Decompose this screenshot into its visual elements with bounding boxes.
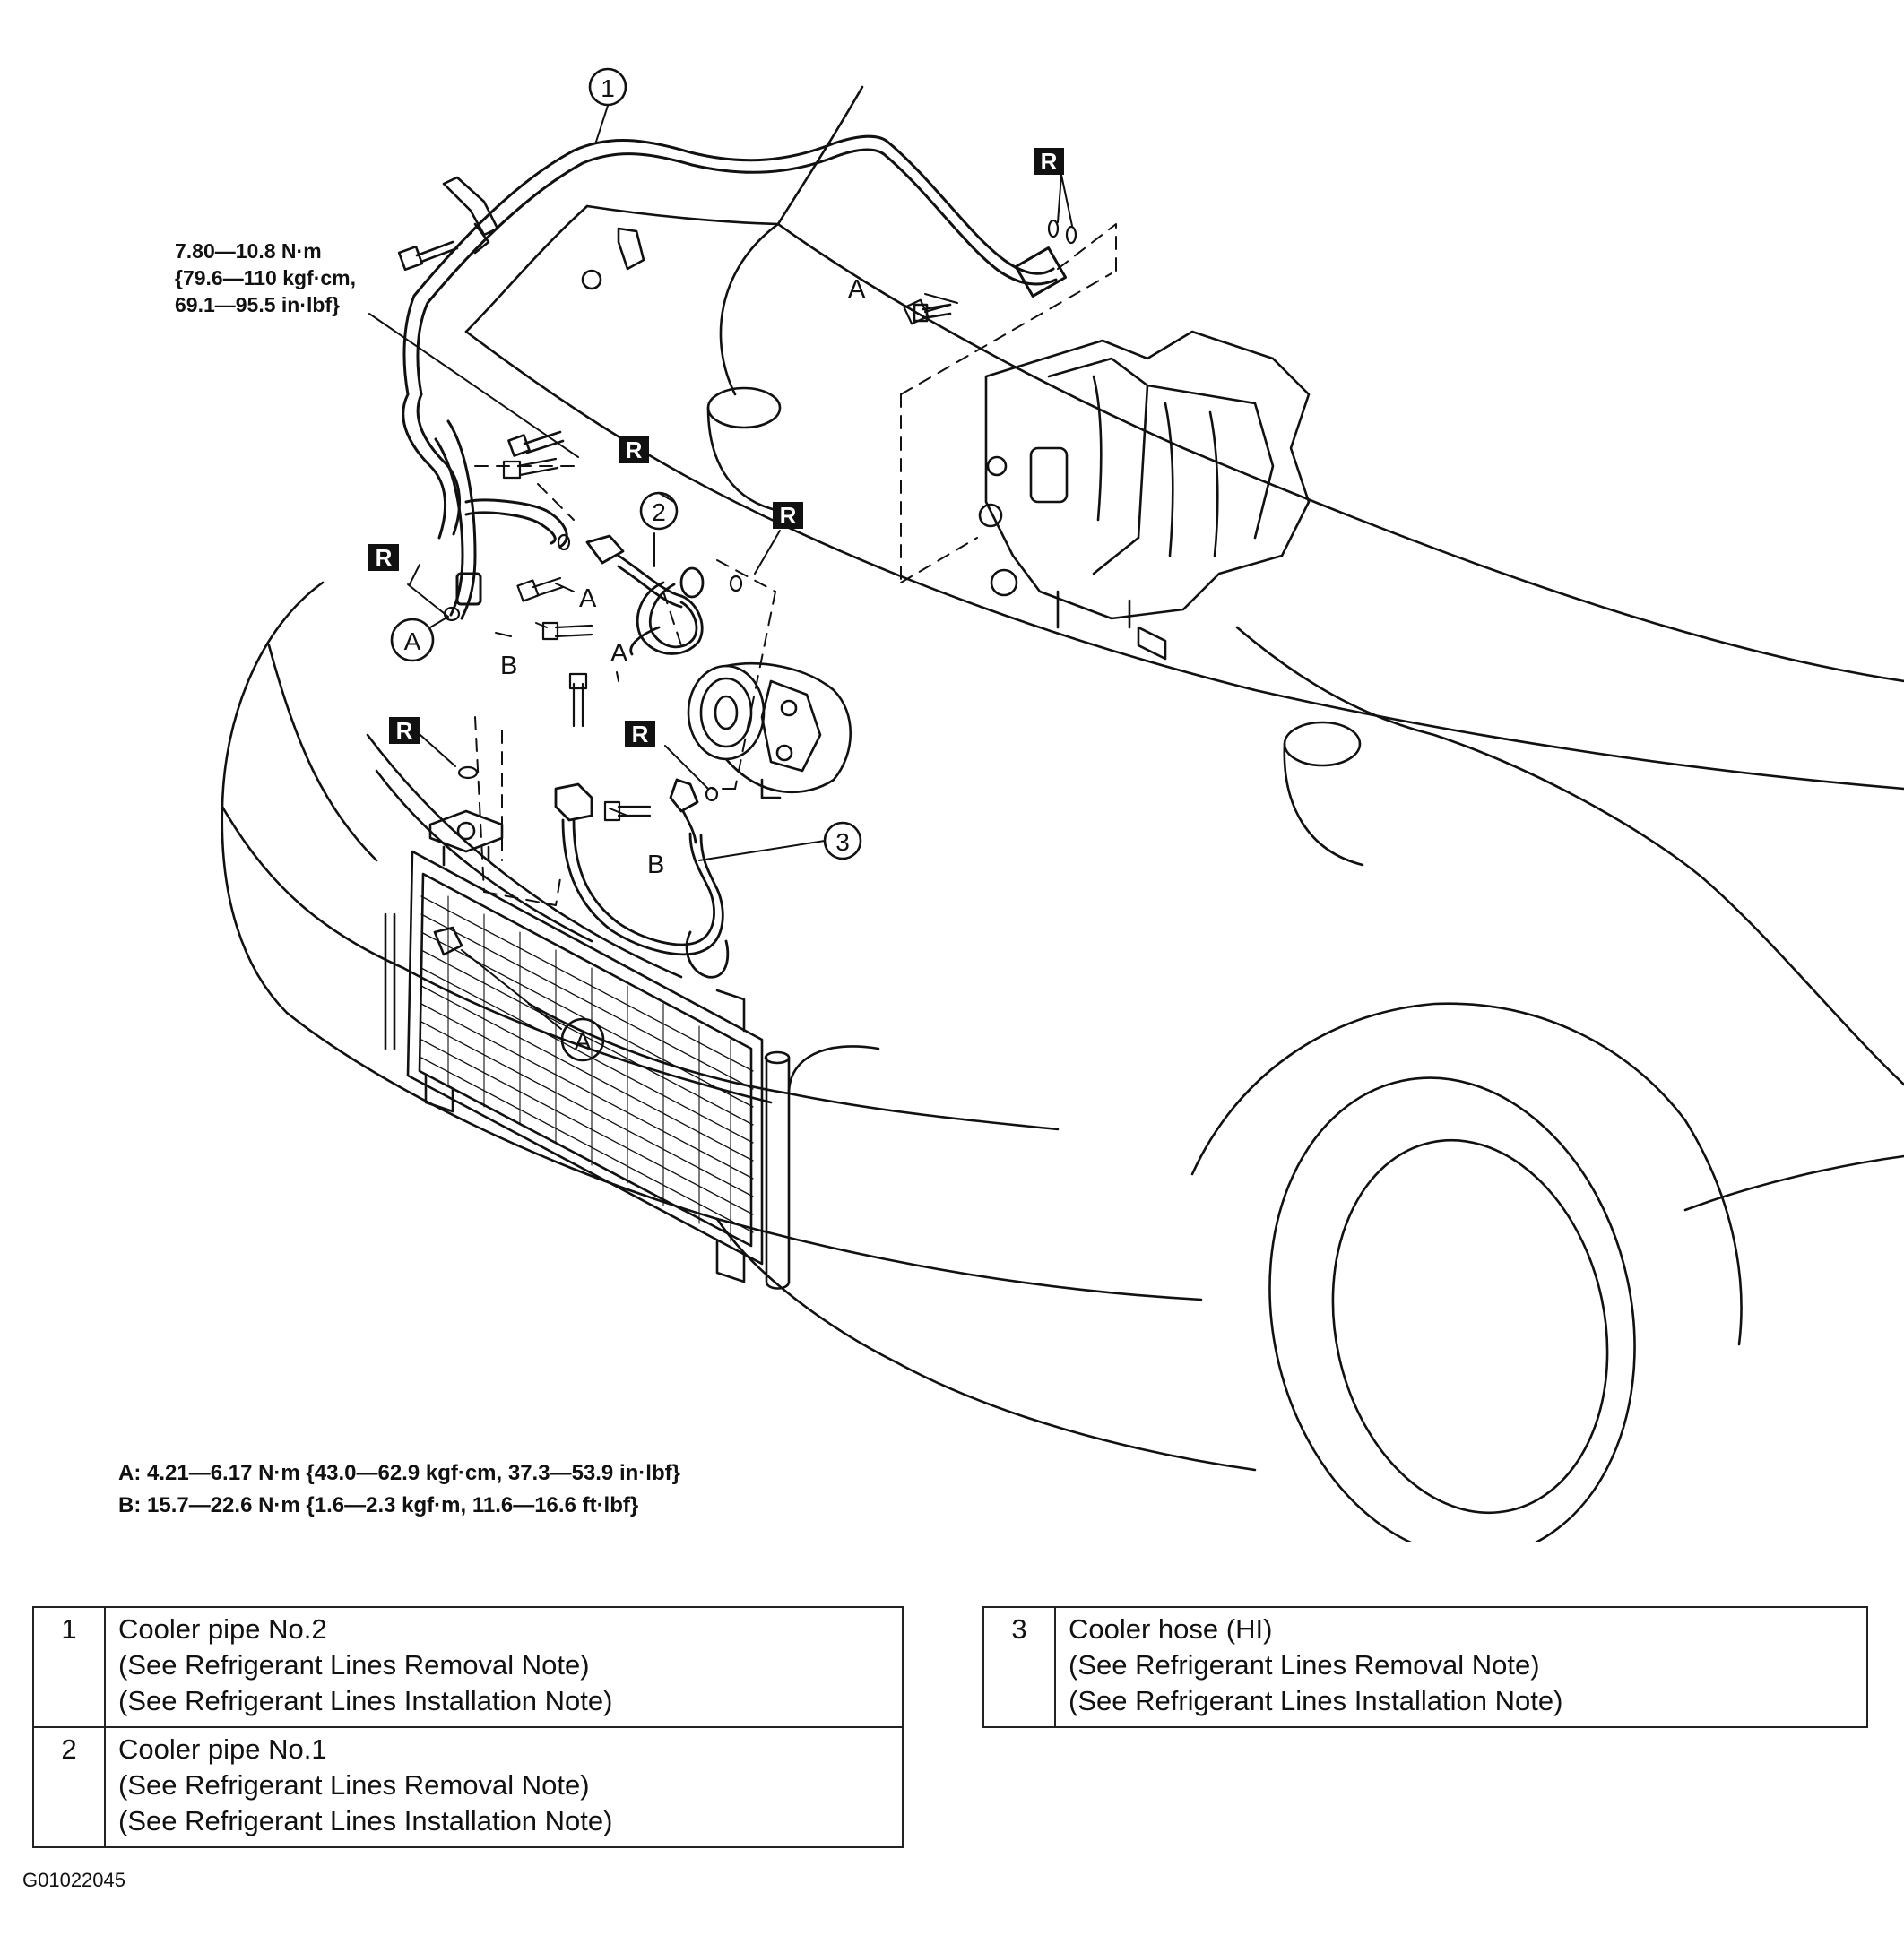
replace-marker-r: R bbox=[773, 502, 803, 529]
ac-compressor bbox=[687, 662, 852, 799]
callout-circle-a-1: A bbox=[390, 618, 435, 662]
torque-line-1: 7.80—10.8 N·m bbox=[175, 239, 322, 263]
part-name: Cooler pipe No.1 bbox=[118, 1733, 327, 1765]
o-rings bbox=[443, 219, 1077, 802]
removal-note-link[interactable]: (See Refrigerant Lines Removal Note) bbox=[1069, 1649, 1540, 1681]
condenser bbox=[384, 809, 791, 1290]
installation-note-link[interactable]: (See Refrigerant Lines Installation Note… bbox=[118, 1685, 613, 1716]
torque-line-2: {79.6—110 kgf·cm, bbox=[175, 266, 357, 289]
replace-marker-r: R bbox=[625, 721, 655, 747]
replace-marker-r: R bbox=[389, 717, 420, 744]
svg-text:R: R bbox=[396, 717, 413, 744]
torque-line-3: 69.1—95.5 in·lbf} bbox=[175, 293, 341, 316]
installation-note-link[interactable]: (See Refrigerant Lines Installation Note… bbox=[1069, 1685, 1563, 1716]
installation-note-link[interactable]: (See Refrigerant Lines Installation Note… bbox=[118, 1805, 613, 1836]
replace-marker-r: R bbox=[619, 436, 649, 463]
pipe-bolt-torque-note: 7.80—10.8 N·m {79.6—110 kgf·cm, 69.1—95.… bbox=[175, 238, 356, 318]
svg-text:R: R bbox=[626, 436, 643, 463]
bolts bbox=[502, 298, 952, 822]
cooler-pipe-no2 bbox=[402, 134, 1068, 620]
callout-2-label: 2 bbox=[652, 498, 666, 526]
callout-3-label: 3 bbox=[835, 828, 850, 856]
cooler-hose-hi bbox=[554, 778, 730, 979]
removal-note-link[interactable]: (See Refrigerant Lines Removal Note) bbox=[118, 1649, 590, 1681]
callout-circle-1: 1 bbox=[588, 67, 627, 107]
bolt-a-letter: A bbox=[579, 584, 597, 613]
refrigerant-lines-diagram: 1 2 3 A A A A A B B R R R R bbox=[221, 67, 1904, 1542]
table-row: 3 Cooler hose (HI) (See Refrigerant Line… bbox=[982, 1606, 1868, 1728]
part-number: 3 bbox=[982, 1606, 1056, 1728]
callout-1-label: 1 bbox=[601, 74, 615, 102]
part-description: Cooler pipe No.2 (See Refrigerant Lines … bbox=[104, 1606, 904, 1728]
table-row: 2 Cooler pipe No.1 (See Refrigerant Line… bbox=[32, 1726, 904, 1848]
removal-note-link[interactable]: (See Refrigerant Lines Removal Note) bbox=[118, 1769, 590, 1801]
part-description: Cooler hose (HI) (See Refrigerant Lines … bbox=[1054, 1606, 1868, 1728]
bolt-a-letter: A bbox=[848, 275, 866, 304]
svg-text:R: R bbox=[632, 721, 649, 747]
callout-circle-2: 2 bbox=[639, 491, 679, 531]
parts-table-right: 3 Cooler hose (HI) (See Refrigerant Line… bbox=[982, 1606, 1868, 1728]
bolt-b-letter: B bbox=[647, 851, 664, 879]
circle-a-label: A bbox=[575, 1027, 592, 1055]
callout-circle-3: 3 bbox=[823, 821, 862, 860]
part-name: Cooler hose (HI) bbox=[1069, 1613, 1273, 1645]
bolt-b-letter: B bbox=[500, 652, 517, 680]
torque-spec-b: B: 15.7—22.6 N·m {1.6—2.3 kgf·m, 11.6—16… bbox=[118, 1493, 639, 1517]
svg-text:R: R bbox=[376, 544, 393, 571]
table-row: 1 Cooler pipe No.2 (See Refrigerant Line… bbox=[32, 1606, 904, 1728]
parts-table-left: 1 Cooler pipe No.2 (See Refrigerant Line… bbox=[32, 1606, 904, 1848]
torque-spec-a: A: 4.21—6.17 N·m {43.0—62.9 kgf·cm, 37.3… bbox=[118, 1461, 680, 1485]
part-number: 2 bbox=[32, 1726, 106, 1848]
pipe-clips bbox=[397, 176, 952, 457]
evaporator-unit bbox=[978, 330, 1311, 661]
part-name: Cooler pipe No.2 bbox=[118, 1613, 327, 1645]
svg-text:R: R bbox=[780, 502, 797, 529]
callout-circle-a-2: A bbox=[560, 1017, 605, 1062]
part-number: 1 bbox=[32, 1606, 106, 1728]
part-description: Cooler pipe No.1 (See Refrigerant Lines … bbox=[104, 1726, 904, 1848]
bolt-a-letter: A bbox=[610, 639, 628, 668]
replace-marker-r: R bbox=[368, 544, 399, 571]
figure-id: G01022045 bbox=[22, 1869, 125, 1891]
leader-lines bbox=[368, 105, 1073, 1030]
svg-text:R: R bbox=[1041, 148, 1058, 175]
cooler-pipe-no1 bbox=[585, 534, 705, 656]
circle-a-label: A bbox=[404, 627, 421, 655]
replace-marker-r: R bbox=[1034, 148, 1064, 175]
